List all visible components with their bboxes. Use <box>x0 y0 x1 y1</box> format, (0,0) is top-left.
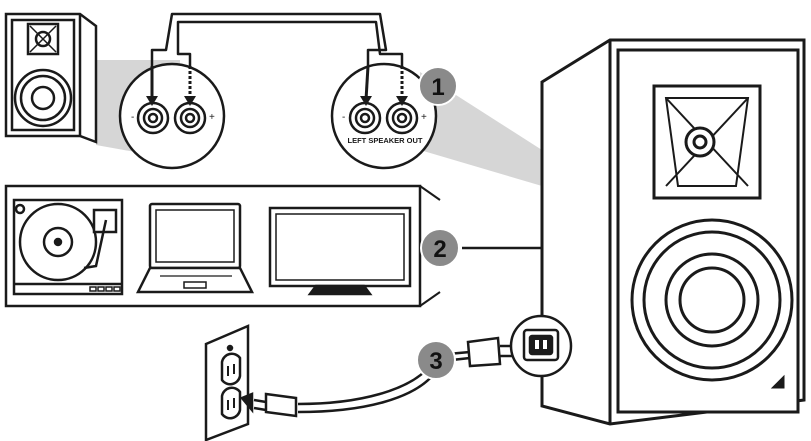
wall-outlet-icon <box>204 324 250 441</box>
power-inlet-callout <box>509 314 573 378</box>
step-3-badge: 3 <box>416 340 456 380</box>
passive-speaker <box>4 12 98 144</box>
laptop-icon <box>135 202 255 294</box>
step-2-badge: 2 <box>420 228 460 268</box>
step-1-number: 1 <box>431 74 444 101</box>
left-speaker-out-label: LEFT SPEAKER OUT <box>347 136 422 145</box>
step-2-number: 2 <box>433 236 446 263</box>
left-speaker-terminals: - + <box>118 62 226 170</box>
left-terminal-minus-label: - <box>131 112 134 123</box>
step-3-number: 3 <box>429 348 442 375</box>
turntable-icon <box>12 198 124 296</box>
wall-plug <box>239 392 298 418</box>
right-terminal-plus-label: + <box>421 112 427 123</box>
step-1-badge: 1 <box>418 66 458 106</box>
speaker-wire <box>150 12 404 66</box>
wire-connectors <box>150 65 404 101</box>
right-terminal-minus-label: - <box>342 112 345 123</box>
tv-icon <box>268 206 412 296</box>
connector-arrows <box>146 96 408 106</box>
left-terminal-plus-label: + <box>209 112 215 123</box>
powered-speaker <box>540 38 806 426</box>
